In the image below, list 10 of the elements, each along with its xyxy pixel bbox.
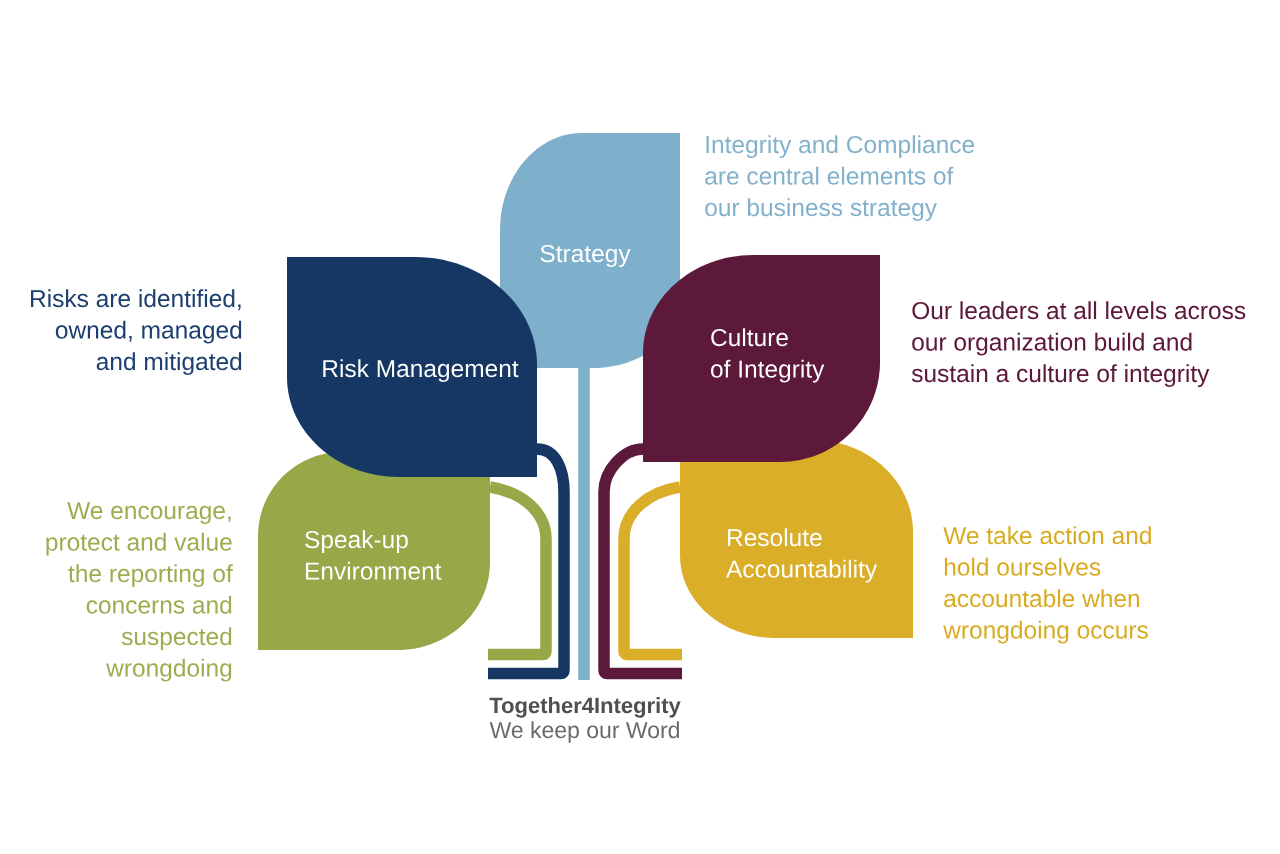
stem (578, 368, 590, 680)
stem (618, 481, 682, 661)
description: We take action and hold ourselves accountable when wrongdoing occurs (943, 526, 1151, 644)
stem (488, 443, 570, 680)
description: We encourage, protect and value the reporting of concerns and suspected wrongdoing (46, 502, 233, 682)
description: Our leaders at all levels across our organization build and sustain a culture of integrity (911, 301, 1246, 388)
description: Integrity and Compliance are central elements of our business strategy (705, 135, 975, 222)
stem (488, 481, 552, 661)
tagline: Together4Integrity We keep our Word (489, 697, 681, 743)
description: Risks are identified, owned, managed and mitigated (31, 289, 242, 376)
